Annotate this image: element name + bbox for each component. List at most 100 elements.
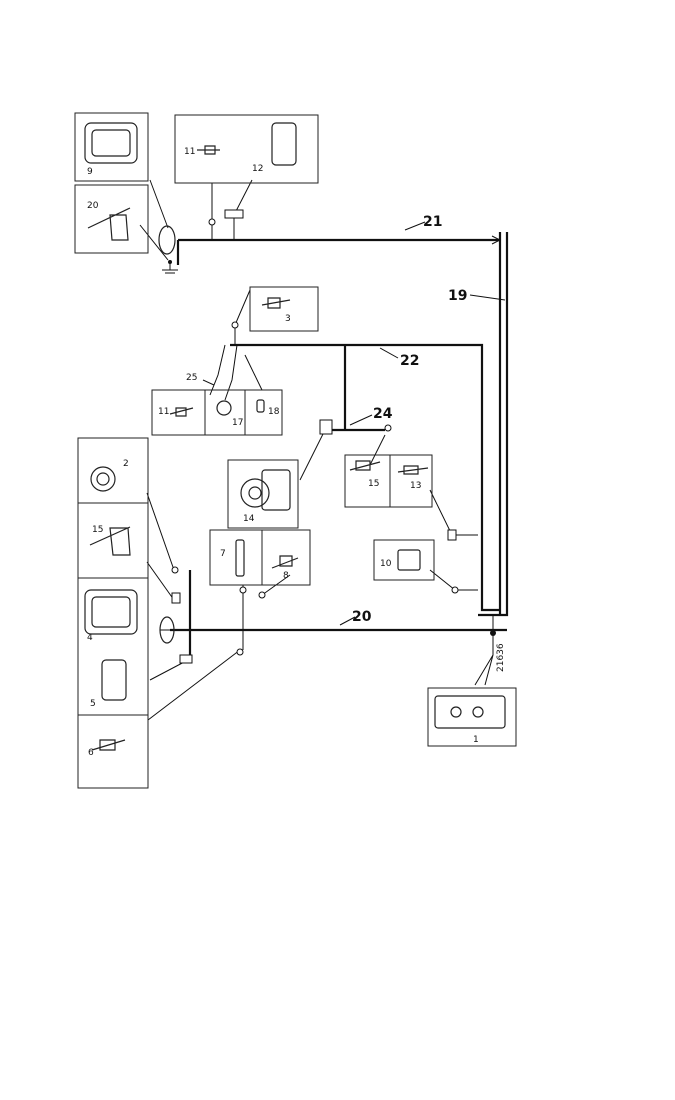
- label-part-15-left: 15: [92, 525, 103, 535]
- sensor-icon: [169, 407, 194, 417]
- wire-left-bus: [176, 240, 192, 660]
- box-alternator-14: [227, 459, 299, 529]
- leader-21: [404, 221, 426, 231]
- connector: [179, 654, 193, 664]
- branch-2: [146, 492, 175, 571]
- label-part-14: 14: [243, 514, 255, 524]
- branch-20: [139, 224, 169, 261]
- headlamp-icon: [84, 122, 138, 164]
- connector: [239, 586, 247, 594]
- connector: [258, 591, 266, 599]
- leader-20: [339, 616, 356, 626]
- box-relay-10: [373, 539, 435, 581]
- sensor-icon: [197, 145, 220, 155]
- connector: [447, 529, 457, 541]
- sensor-icon: [397, 465, 429, 475]
- wire-21-arrow: [491, 235, 502, 245]
- alternator-pulley: [248, 486, 262, 500]
- label-wire-22: 22: [400, 353, 419, 369]
- label-part-7: 7: [220, 549, 226, 559]
- label-part-13: 13: [410, 481, 421, 491]
- harness-wires: [139, 179, 509, 721]
- branch-9: [149, 179, 169, 229]
- bulb-icon: [256, 399, 265, 413]
- branch-15r: [369, 434, 386, 466]
- headlight-lens-icon: [159, 616, 175, 644]
- label-wire-21: 21: [423, 214, 442, 230]
- box-15-13: [344, 454, 433, 508]
- horn-icon: [90, 466, 116, 492]
- branch-13: [429, 489, 478, 536]
- plug-icon: [235, 539, 245, 577]
- wire-21: [178, 232, 502, 615]
- headlamp-inner: [91, 596, 131, 628]
- component-boxes: [74, 112, 517, 789]
- relay-icon: [397, 549, 421, 571]
- label-part-5: 5: [90, 699, 96, 709]
- leader-22: [379, 347, 399, 359]
- leader-25: [202, 379, 215, 386]
- connector: [231, 321, 239, 329]
- wiper-icon: [87, 207, 131, 241]
- wire-19: [478, 232, 509, 617]
- branch-1: [474, 615, 494, 686]
- reservoir-icon: [101, 659, 127, 701]
- wiper-icon: [89, 526, 131, 556]
- branch-6: [147, 649, 241, 721]
- label-part-17: 17: [232, 418, 243, 428]
- connector: [171, 566, 179, 574]
- box-7-8: [209, 529, 311, 586]
- headlamp-icon: [84, 589, 138, 635]
- headlight-lens-icon: [158, 225, 176, 255]
- label-wire-19: 19: [448, 288, 467, 304]
- alternator-icon: [240, 478, 270, 508]
- label-part-18: 18: [268, 407, 280, 417]
- label-part-20: 20: [87, 201, 99, 211]
- box-1: [427, 687, 517, 747]
- connector: [208, 218, 216, 226]
- switch-icon: [349, 460, 381, 471]
- wire-labels: 21 19 22 24 20 25: [186, 214, 467, 625]
- sensor-icon: [91, 739, 126, 751]
- label-part-15-right: 15: [368, 479, 379, 489]
- label-part-4: 4: [87, 633, 93, 643]
- connector: [319, 419, 333, 435]
- box-switch-3: [249, 286, 319, 332]
- label-part-6: 6: [88, 748, 94, 758]
- box-headlamp-9: [74, 112, 149, 182]
- headlamp-inner: [91, 129, 131, 157]
- component-numbers: 9 20 11 12 3 11 17 18 14 7 8 15 13 10 2 …: [87, 147, 506, 758]
- branch-14: [299, 429, 326, 481]
- label-part-11-mid: 11: [158, 407, 169, 417]
- branch-25: [209, 344, 226, 396]
- actuator-icon: [216, 400, 232, 416]
- label-part-10: 10: [380, 559, 392, 569]
- reference-code: 21636: [496, 643, 506, 672]
- panel-hole: [472, 706, 484, 718]
- label-wire-24: 24: [373, 406, 393, 422]
- label-wire-25: 25: [186, 373, 197, 383]
- switch-icon: [261, 297, 291, 309]
- horn-inner: [96, 472, 110, 486]
- ground-icon: [162, 260, 178, 274]
- connector: [171, 592, 181, 604]
- label-part-2: 2: [123, 459, 129, 469]
- connector: [451, 586, 459, 594]
- label-part-1: 1: [473, 735, 479, 745]
- alternator-body: [261, 469, 291, 511]
- connector: [384, 424, 392, 432]
- branch-18: [244, 354, 263, 391]
- box-wiper-20: [74, 184, 149, 254]
- junction: [490, 630, 496, 636]
- connector: [224, 209, 244, 219]
- label-part-9: 9: [87, 167, 93, 177]
- branch-15l: [146, 561, 175, 601]
- leader-24: [349, 414, 373, 426]
- box-mid-11-17-18: [151, 389, 283, 436]
- connector: [236, 648, 244, 656]
- label-wire-20: 20: [352, 609, 372, 625]
- panel-hole: [450, 706, 462, 718]
- branch-17: [224, 344, 238, 401]
- box-top-11-12: [174, 114, 319, 184]
- label-part-11-top: 11: [184, 147, 195, 157]
